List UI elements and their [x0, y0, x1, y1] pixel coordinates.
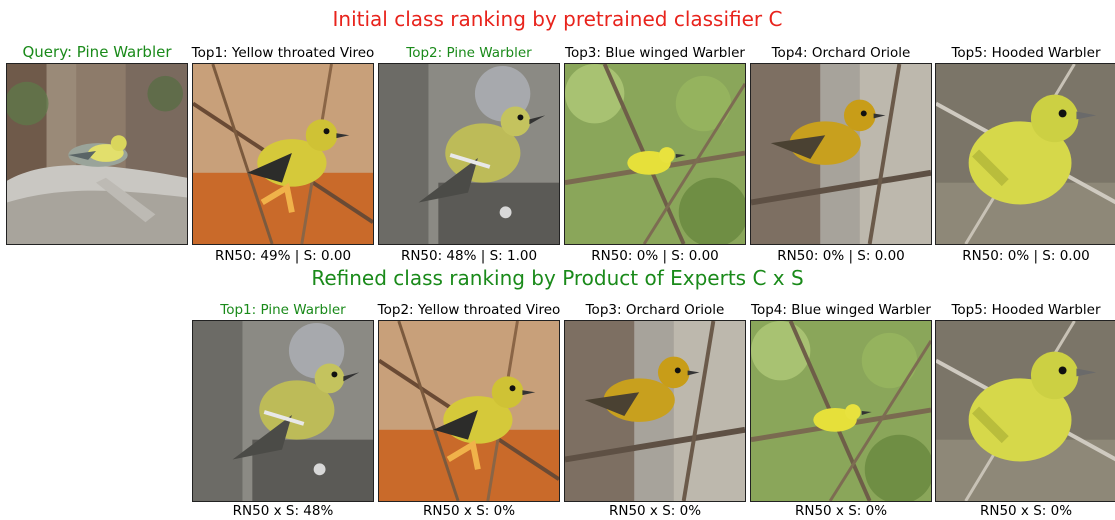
initial-ranking-title: Initial class ranking by pretrained clas… — [332, 7, 783, 31]
initial-top2-label: Top2: Pine Warbler — [406, 45, 532, 61]
refined-top5-label: Top5: Hooded Warbler — [951, 302, 1101, 318]
query-bird-image — [6, 63, 188, 245]
refined-top2-score: RN50 x S: 0% — [422, 503, 516, 519]
query-label: Query: Pine Warbler — [22, 43, 172, 61]
initial-top3-image — [564, 63, 746, 245]
initial-top1-label: Top1: Yellow throated Vireo — [191, 45, 375, 61]
refined-top5-image — [935, 320, 1115, 502]
initial-top4-label: Top4: Orchard Oriole — [771, 45, 911, 61]
refined-top3-score: RN50 x S: 0% — [608, 503, 702, 519]
initial-top1-image — [192, 63, 374, 245]
initial-top4-image — [750, 63, 932, 245]
refined-top4-label: Top4: Blue winged Warbler — [751, 302, 931, 318]
initial-top5-label: Top5: Hooded Warbler — [951, 45, 1101, 61]
refined-top3-image — [564, 320, 746, 502]
refined-top2-image — [378, 320, 560, 502]
refined-top1-label: Top1: Pine Warbler — [220, 302, 346, 318]
initial-top3-label: Top3: Blue winged Warbler — [565, 45, 745, 61]
refined-ranking-title: Refined class ranking by Product of Expe… — [311, 266, 804, 290]
initial-top2-image — [378, 63, 560, 245]
refined-top4-image — [750, 320, 932, 502]
refined-top4-score: RN50 x S: 0% — [794, 503, 888, 519]
initial-top5-score: RN50: 0% | S: 0.00 — [962, 248, 1090, 264]
initial-top5-image — [935, 63, 1115, 245]
refined-top2-label: Top2: Yellow throated Vireo — [377, 302, 561, 318]
refined-top5-score: RN50 x S: 0% — [979, 503, 1073, 519]
refined-top1-image — [192, 320, 374, 502]
initial-top1-score: RN50: 49% | S: 0.00 — [214, 248, 352, 264]
initial-top4-score: RN50: 0% | S: 0.00 — [777, 248, 905, 264]
initial-top2-score: RN50: 48% | S: 1.00 — [400, 248, 538, 264]
refined-top1-score: RN50 x S: 48% — [232, 503, 334, 519]
initial-top3-score: RN50: 0% | S: 0.00 — [591, 248, 719, 264]
refined-top3-label: Top3: Orchard Oriole — [585, 302, 725, 318]
